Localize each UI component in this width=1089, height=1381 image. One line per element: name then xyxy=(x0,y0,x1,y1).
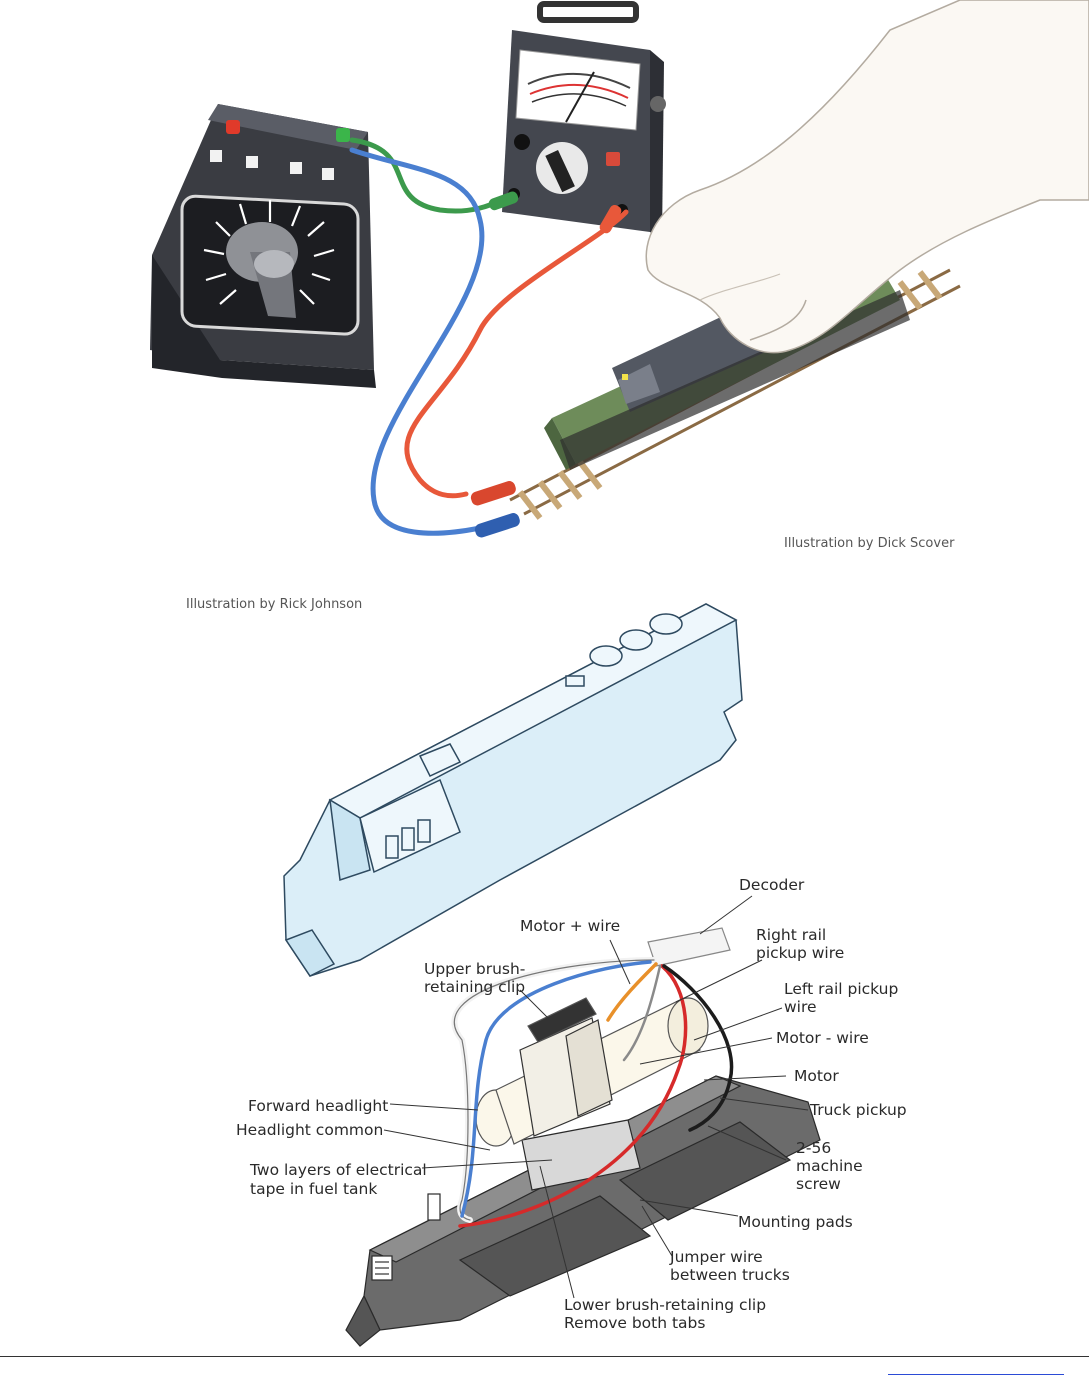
decoder-wires xyxy=(451,957,734,1228)
label-upper-brush-2: retaining clip xyxy=(424,978,526,996)
label-jumper-wire-1: Jumper wire xyxy=(670,1248,763,1266)
label-right-rail-pickup-1: Right rail xyxy=(756,926,827,944)
footer-link-underline[interactable] xyxy=(888,1374,1064,1375)
label-forward-headlight: Forward headlight xyxy=(248,1097,389,1115)
label-machine-screw-3: screw xyxy=(796,1175,841,1193)
label-electrical-tape-2: tape in fuel tank xyxy=(250,1180,378,1198)
decoder-board xyxy=(647,927,731,967)
label-decoder: Decoder xyxy=(739,876,805,894)
test-leads xyxy=(349,137,629,538)
multimeter xyxy=(502,1,666,240)
label-machine-screw-2: machine xyxy=(796,1157,863,1175)
label-headlight-common: Headlight common xyxy=(236,1121,384,1139)
label-mounting-pads: Mounting pads xyxy=(738,1213,853,1231)
motor xyxy=(475,997,709,1147)
label-lower-brush-1: Lower brush-retaining clip xyxy=(564,1296,767,1314)
label-motor-plus-wire: Motor + wire xyxy=(520,917,621,935)
label-left-rail-pickup-1: Left rail pickup xyxy=(784,980,899,998)
label-left-rail-pickup-2: wire xyxy=(784,998,817,1016)
label-right-rail-pickup-2: pickup wire xyxy=(756,944,845,962)
power-pack xyxy=(150,104,376,388)
label-electrical-tape-1: Two layers of electrical xyxy=(250,1161,427,1179)
footer-rule xyxy=(0,1356,1089,1357)
top-illustration-credit: Illustration by Dick Scover xyxy=(784,536,955,551)
loco-shell xyxy=(283,603,743,977)
label-truck-pickup: Truck pickup xyxy=(810,1101,907,1119)
hand xyxy=(645,0,1089,354)
label-motor-minus-wire: Motor - wire xyxy=(776,1029,869,1047)
multimeter-test-illustration xyxy=(150,0,1089,538)
label-motor: Motor xyxy=(794,1067,839,1085)
bottom-illustration-credit: Illustration by Rick Johnson xyxy=(186,597,363,612)
label-lower-brush-2: Remove both tabs xyxy=(564,1314,706,1332)
label-machine-screw-1: 2-56 xyxy=(796,1139,832,1157)
leader-lines xyxy=(383,895,809,1299)
label-jumper-wire-2: between trucks xyxy=(670,1266,790,1284)
label-upper-brush-1: Upper brush- xyxy=(424,960,526,978)
